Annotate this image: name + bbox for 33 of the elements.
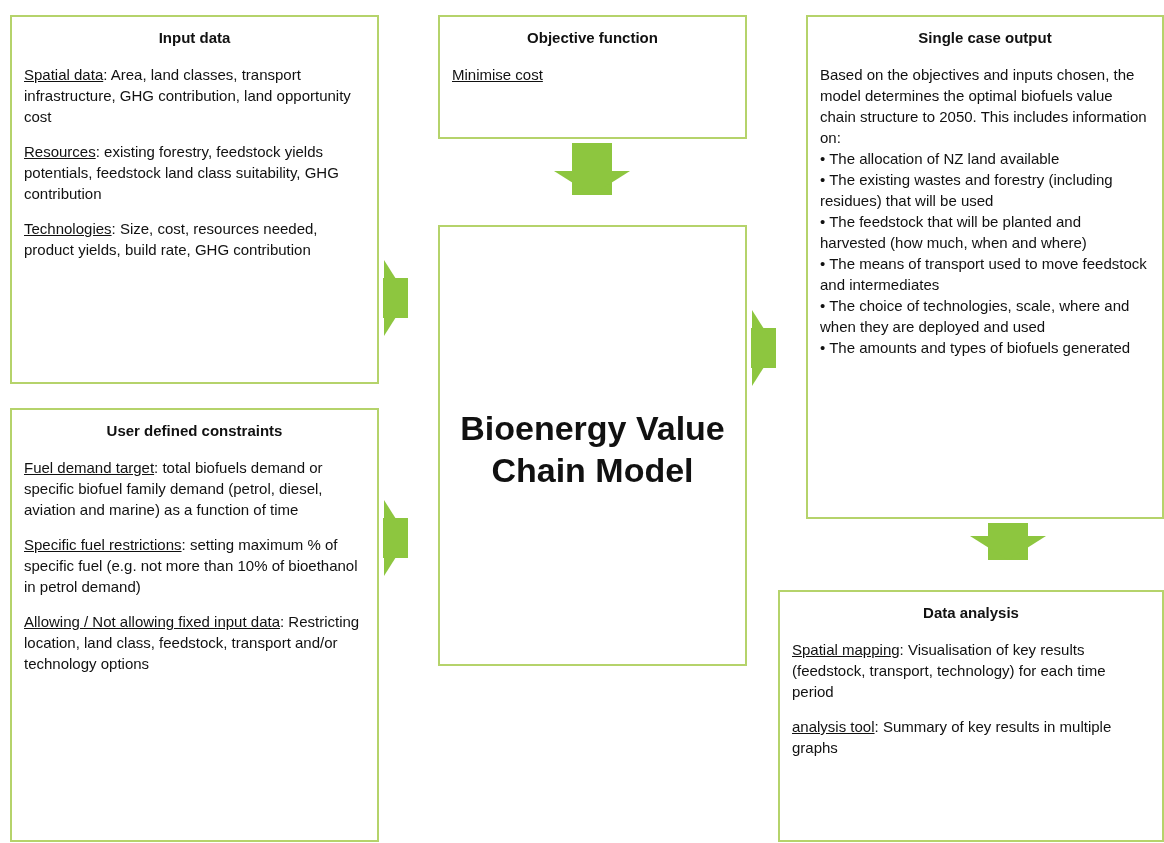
bullet-item: • The existing wastes and forestry (including residues) that will be used bbox=[820, 170, 1114, 211]
bullet-item: • The allocation of NZ land available bbox=[820, 149, 1061, 169]
bullet-item: • The means of transport used to move feedstock and intermediates bbox=[820, 254, 1148, 295]
paragraph: Spatial data: Area, land classes, transport infrastructure, GHG contribution, land opportunity cost bbox=[24, 65, 352, 127]
text-box bbox=[438, 225, 747, 666]
paragraph: Allowing / Not allowing fixed input data: Restricting location, land class, feedstock, transport and/or technology options bbox=[24, 612, 361, 674]
bullet-item: • The amounts and types of biofuels generated bbox=[820, 338, 1132, 358]
block-arrow bbox=[554, 143, 630, 195]
text-box bbox=[10, 408, 379, 842]
box-heading: Input data bbox=[157, 28, 232, 48]
paragraph: Technologies: Size, cost, resources needed, product yields, build rate, GHG contribution bbox=[24, 219, 319, 260]
paragraph: Fuel demand target: total biofuels demand or specific biofuel family demand (petrol, diesel, aviation and marine) as a function of time bbox=[24, 458, 324, 520]
text-box bbox=[438, 15, 747, 139]
bullet-item: • The feedstock that will be planted and harvested (how much, when and where) bbox=[820, 212, 1088, 253]
box-heading: Objective function bbox=[526, 28, 659, 48]
box-heading: Data analysis bbox=[922, 603, 1020, 623]
paragraph: Spatial mapping: Visualisation of key results (feedstock, transport, technology) for each time period bbox=[792, 640, 1107, 702]
block-arrow bbox=[751, 310, 776, 386]
text-box bbox=[806, 15, 1164, 519]
block-arrow bbox=[970, 523, 1046, 560]
box-heading: User defined constraints bbox=[105, 421, 284, 441]
bullet-item: • The choice of technologies, scale, where and when they are deployed and used bbox=[820, 296, 1131, 337]
paragraph: Resources: existing forestry, feedstock yields potentials, feedstock land class suitability, GHG contribution bbox=[24, 142, 340, 204]
block-arrow bbox=[383, 260, 408, 336]
block-arrow bbox=[383, 500, 408, 576]
model-title: Bioenergy Value Chain Model bbox=[459, 408, 726, 491]
text-box bbox=[778, 590, 1164, 842]
text-box bbox=[10, 15, 379, 384]
paragraph: Minimise cost bbox=[452, 65, 544, 85]
box-heading: Single case output bbox=[917, 28, 1053, 48]
paragraph: Based on the objectives and inputs chosen, the model determines the optimal biofuels value chain structure to 2050. This includes information on: bbox=[820, 65, 1148, 148]
paragraph: analysis tool: Summary of key results in multiple graphs bbox=[792, 717, 1113, 758]
paragraph: Specific fuel restrictions: setting maximum % of specific fuel (e.g. not more than 10% of bioethanol in petrol demand) bbox=[24, 535, 359, 597]
